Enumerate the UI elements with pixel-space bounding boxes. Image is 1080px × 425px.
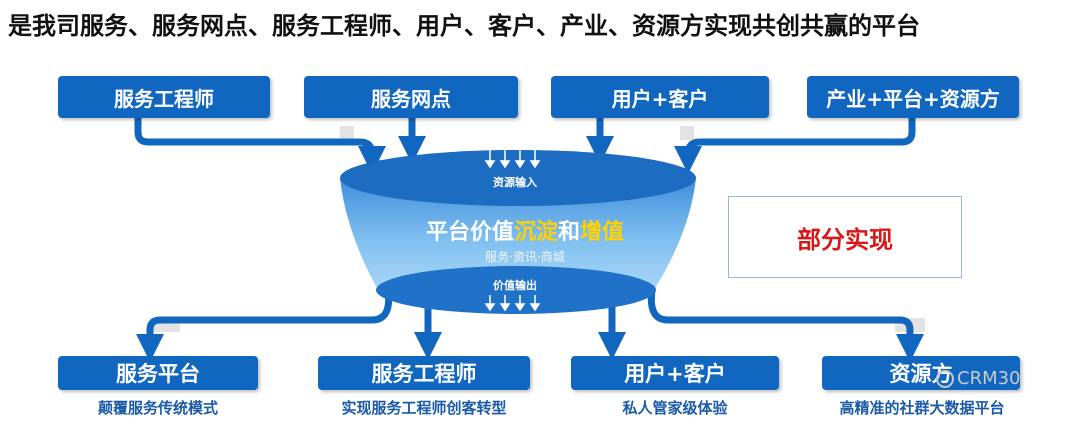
input-box-service-engineer: 服务工程师 [58,76,270,118]
page-title: 是我司服务、服务网点、服务工程师、用户、客户、产业、资源方实现共创共赢的平台 [8,12,920,40]
connector-square [680,126,694,140]
funnel-body [340,178,696,290]
funnel-bottom-ellipse [376,266,656,314]
input-connector-4 [674,118,916,174]
input-box-industry-platform-resource: 产业+平台+资源方 [807,76,1019,118]
partial-implementation-note: 部分实现 [728,196,962,278]
value-output-label: 价值输出 [493,279,537,292]
input-ticks [484,150,541,169]
input-connector-1 [134,118,386,174]
funnel-title: 平台价值沉淀和增值 [380,214,670,246]
output-sub-user-customer: 私人管家级体验 [622,399,728,417]
funnel-title-part1: 平台价值 [425,220,514,245]
output-ticks [484,295,541,312]
funnel-title-part2: 和 [558,220,581,245]
output-sub-service-platform: 颠覆服务传统模式 [97,399,218,417]
wechat-icon [936,370,954,388]
output-sub-service-engineer: 实现服务工程师创客转型 [341,399,507,417]
watermark-text: CRM30 [957,368,1021,389]
output-box-service-platform: 服务平台 [58,356,258,390]
output-box-user-customer: 用户+客户 [571,356,779,390]
input-box-user-customer: 用户+客户 [551,76,769,118]
funnel-subtitle: 服务·资讯·商城 [485,250,565,264]
output-box-service-engineer: 服务工程师 [318,356,530,390]
input-box-service-outlet: 服务网点 [304,76,518,118]
funnel-title-highlight2: 增值 [580,220,625,245]
resource-input-label: 资源输入 [493,176,537,189]
output-connector-1 [136,289,393,362]
output-sub-resource-party: 高精准的社群大数据平台 [839,399,1005,417]
watermark: CRM30 [936,368,1021,389]
connector-square [340,126,354,140]
output-connector-4 [647,289,924,362]
funnel-title-highlight1: 沉淀 [513,220,558,245]
funnel-top-ellipse [340,150,696,206]
